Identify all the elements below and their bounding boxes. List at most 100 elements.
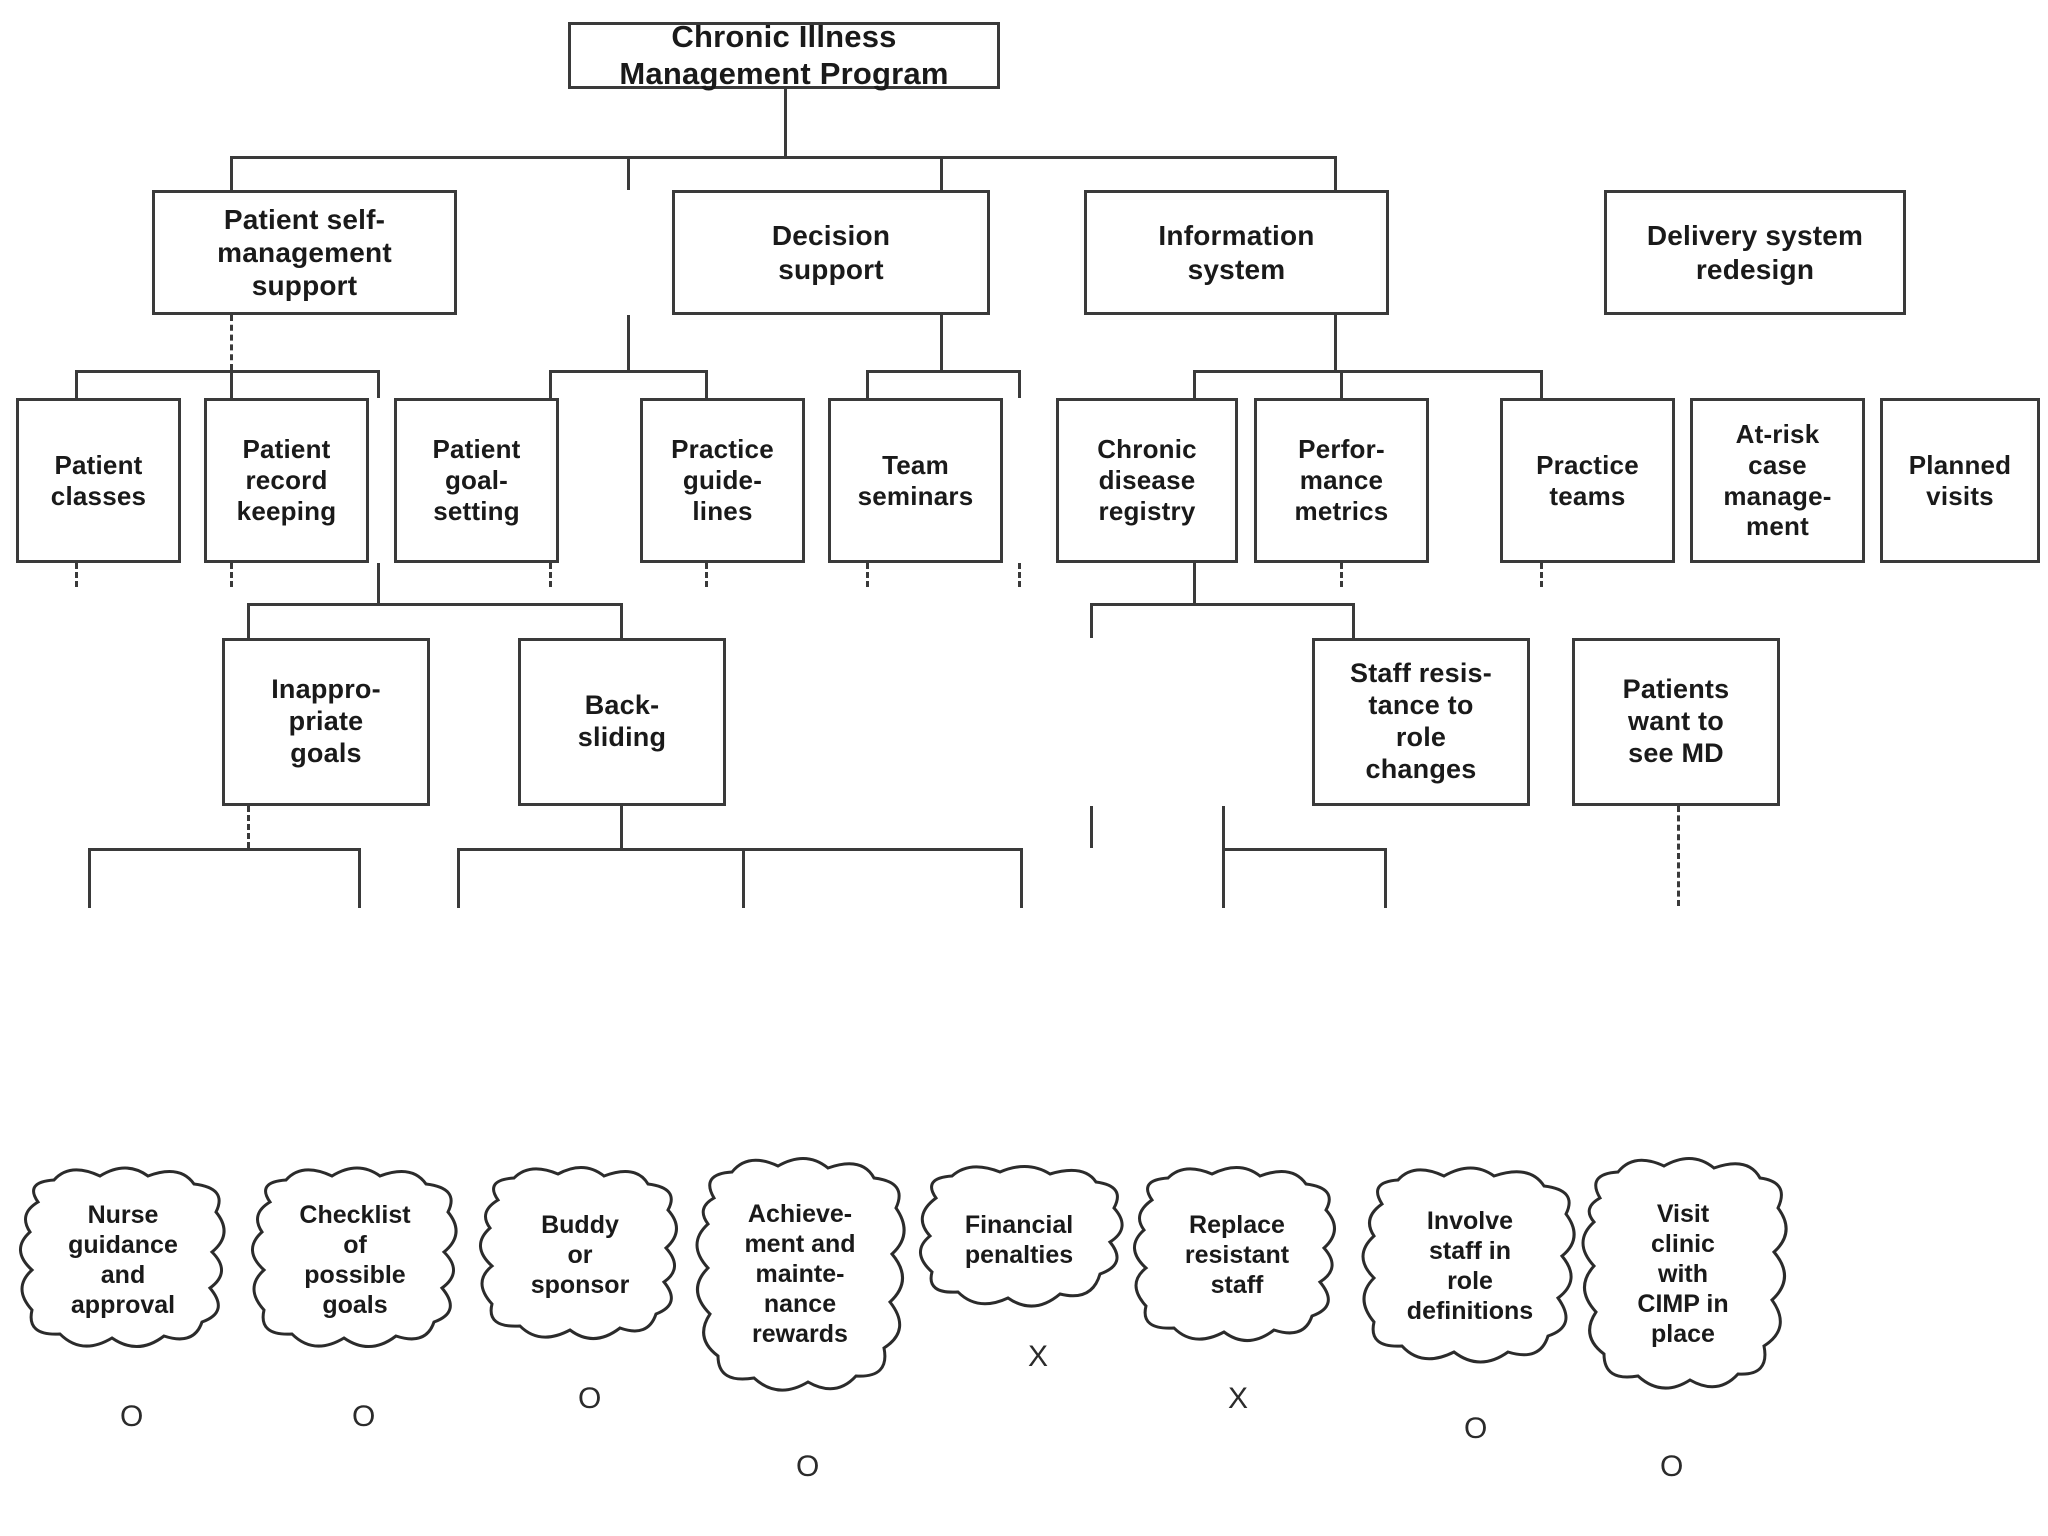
mark-financial-penalties: X bbox=[1028, 1340, 1049, 1373]
connector-goal-setting-bus bbox=[247, 603, 622, 606]
node-information-system-label: Information system bbox=[1158, 220, 1315, 285]
tail-team-seminars bbox=[705, 563, 708, 587]
tail-chronic-disease-registry bbox=[866, 563, 869, 587]
connector-drop-replace-resistant-staff bbox=[1222, 848, 1225, 908]
cloud-involve-staff-roles[interactable]: Involve staff in role definitions bbox=[1350, 1160, 1590, 1372]
cloud-buddy-sponsor-label: Buddy or sponsor bbox=[530, 1211, 630, 1299]
connector-drop-practice-teams bbox=[1193, 370, 1196, 398]
connector-drop-patient-classes bbox=[75, 370, 78, 398]
node-at-risk-case-management[interactable]: At-risk case manage- ment bbox=[1690, 398, 1865, 563]
node-decision-support[interactable]: Decision support bbox=[672, 190, 990, 315]
mark-checklist-goals: O bbox=[352, 1400, 376, 1433]
node-patient-goal-setting[interactable]: Patient goal- setting bbox=[394, 398, 559, 563]
connector-drop-information-system bbox=[940, 156, 943, 190]
cloud-financial-penalties-label: Financial penalties bbox=[964, 1211, 1074, 1269]
node-self-management-label: Patient self- management support bbox=[217, 203, 392, 302]
node-performance-metrics-label: Perfor- mance metrics bbox=[1294, 434, 1389, 526]
mark-achievement-rewards: O bbox=[796, 1450, 820, 1483]
node-team-seminars[interactable]: Team seminars bbox=[828, 398, 1003, 563]
node-patients-want-md[interactable]: Patients want to see MD bbox=[1572, 638, 1780, 806]
node-delivery-redesign[interactable]: Delivery system redesign bbox=[1604, 190, 1906, 315]
node-delivery-redesign-label: Delivery system redesign bbox=[1646, 220, 1864, 285]
cloud-nurse-guidance-label: Nurse guidance and approval bbox=[68, 1201, 178, 1319]
node-performance-metrics[interactable]: Perfor- mance metrics bbox=[1254, 398, 1429, 563]
connector-patients-want-md-stem bbox=[1677, 806, 1680, 906]
connector-staff-resistance-elbow bbox=[1222, 806, 1225, 848]
node-planned-visits[interactable]: Planned visits bbox=[1880, 398, 2040, 563]
node-patient-record-keeping[interactable]: Patient record keeping bbox=[204, 398, 369, 563]
connector-drop-financial-penalties bbox=[1020, 848, 1023, 908]
connector-drop-practice-guidelines bbox=[549, 370, 552, 398]
node-patients-want-md-label: Patients want to see MD bbox=[1622, 674, 1730, 768]
node-patient-record-keeping-label: Patient record keeping bbox=[236, 434, 337, 526]
tail-patient-classes bbox=[75, 563, 78, 587]
connector-branch-d-bus bbox=[1193, 370, 1542, 373]
connector-drop-buddy-sponsor bbox=[457, 848, 460, 908]
mark-involve-staff-roles: O bbox=[1464, 1412, 1488, 1445]
connector-information-system-stem bbox=[940, 315, 943, 370]
connector-drop-staff-resistance bbox=[1090, 603, 1093, 638]
tail-practice-guidelines bbox=[549, 563, 552, 587]
node-at-risk-case-management-label: At-risk case manage- ment bbox=[1723, 419, 1832, 542]
connector-inappropriate-goals-bus bbox=[88, 848, 360, 851]
connector-branch-a-bus bbox=[75, 370, 377, 373]
connector-drop-achievement-rewards bbox=[742, 848, 745, 908]
node-practice-teams[interactable]: Practice teams bbox=[1500, 398, 1675, 563]
connector-delivery-redesign-stem bbox=[1334, 315, 1337, 370]
connector-drop-inappropriate-goals bbox=[247, 603, 250, 638]
tail-performance-metrics bbox=[1018, 563, 1021, 587]
connector-drop-team-seminars bbox=[705, 370, 708, 398]
mark-buddy-sponsor: O bbox=[578, 1382, 602, 1415]
node-inappropriate-goals-label: Inappro- priate goals bbox=[271, 674, 381, 768]
node-chronic-disease-registry-label: Chronic disease registry bbox=[1097, 434, 1197, 526]
cloud-replace-resistant-staff-label: Replace resistant staff bbox=[1184, 1211, 1290, 1299]
node-self-management[interactable]: Patient self- management support bbox=[152, 190, 457, 315]
node-chronic-disease-registry[interactable]: Chronic disease registry bbox=[1056, 398, 1238, 563]
connector-self-management-stem bbox=[230, 315, 233, 370]
tail-planned-visits bbox=[1540, 563, 1543, 587]
connector-drop-involve-staff-roles bbox=[1384, 848, 1387, 908]
connector-drop-chronic-disease-registry bbox=[866, 370, 869, 398]
cloud-shape bbox=[251, 1166, 458, 1348]
node-practice-guidelines[interactable]: Practice guide- lines bbox=[640, 398, 805, 563]
cloud-replace-resistant-staff[interactable]: Replace resistant staff bbox=[1122, 1160, 1352, 1350]
connector-drop-delivery-redesign bbox=[1334, 156, 1337, 190]
connector-root-stem bbox=[784, 88, 787, 156]
cloud-financial-penalties[interactable]: Financial penalties bbox=[908, 1160, 1130, 1320]
cloud-checklist-goals[interactable]: Checklist of possible goals bbox=[240, 1160, 470, 1360]
cloud-achievement-rewards-label: Achieve- ment and mainte- nance rewards bbox=[744, 1200, 856, 1348]
node-patient-classes[interactable]: Patient classes bbox=[16, 398, 181, 563]
node-decision-support-label: Decision support bbox=[771, 220, 891, 285]
connector-staff-resistance-bus bbox=[1222, 848, 1384, 851]
node-information-system[interactable]: Information system bbox=[1084, 190, 1389, 315]
node-staff-resistance[interactable]: Staff resis- tance to role changes bbox=[1312, 638, 1530, 806]
connector-drop-nurse-guidance bbox=[88, 848, 91, 908]
cloud-buddy-sponsor[interactable]: Buddy or sponsor bbox=[470, 1160, 690, 1350]
mark-replace-resistant-staff: X bbox=[1228, 1382, 1249, 1415]
connector-backsliding-bus bbox=[457, 848, 1022, 851]
cloud-nurse-guidance[interactable]: Nurse guidance and approval bbox=[8, 1160, 238, 1360]
connector-level2-bus bbox=[230, 156, 1335, 159]
tail-patient-record-keeping bbox=[230, 563, 233, 587]
cloud-shape bbox=[1581, 1157, 1788, 1390]
connector-goal-setting-stem bbox=[377, 563, 380, 603]
node-root[interactable]: Chronic Illness Management Program bbox=[568, 19, 1000, 91]
node-staff-resistance-label: Staff resis- tance to role changes bbox=[1350, 658, 1492, 784]
connector-branch-b-bus bbox=[549, 370, 707, 373]
connector-drop-planned-visits bbox=[1540, 370, 1543, 398]
mark-nurse-guidance: O bbox=[120, 1400, 144, 1433]
cloud-achievement-rewards[interactable]: Achieve- ment and mainte- nance rewards bbox=[684, 1150, 916, 1398]
node-practice-guidelines-label: Practice guide- lines bbox=[671, 434, 774, 526]
cloud-visit-clinic-cimp[interactable]: Visit clinic with CIMP in place bbox=[1572, 1150, 1794, 1398]
node-backsliding[interactable]: Back- sliding bbox=[518, 638, 726, 806]
cloud-shape bbox=[479, 1166, 678, 1340]
cloud-shape bbox=[1133, 1166, 1336, 1342]
node-inappropriate-goals[interactable]: Inappro- priate goals bbox=[222, 638, 430, 806]
connector-inappropriate-goals-stem bbox=[247, 806, 250, 848]
connector-drop-self-management bbox=[230, 156, 233, 190]
cloud-shape bbox=[695, 1157, 906, 1392]
connector-drop-performance-metrics bbox=[1018, 370, 1021, 398]
cloud-shape bbox=[1361, 1166, 1576, 1364]
connector-drop-backsliding bbox=[620, 603, 623, 638]
